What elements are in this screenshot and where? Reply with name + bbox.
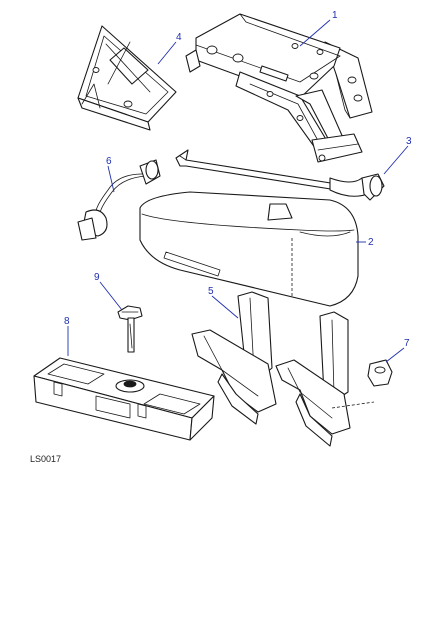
diagram-reference: LS0017 xyxy=(30,454,61,464)
callout-3: 3 xyxy=(406,136,412,147)
wing-bolt xyxy=(117,305,143,353)
callout-2: 2 xyxy=(368,237,374,248)
nut xyxy=(367,359,393,387)
jack xyxy=(185,13,373,163)
callout-leaders xyxy=(67,19,409,363)
tool-box xyxy=(33,357,215,441)
jack-handle xyxy=(175,149,385,201)
callout-1: 1 xyxy=(332,10,338,21)
strap xyxy=(77,159,161,241)
callout-7: 7 xyxy=(404,338,410,349)
callout-6: 6 xyxy=(106,156,112,167)
callout-8: 8 xyxy=(64,316,70,327)
bracket-left xyxy=(191,291,277,425)
callout-9: 9 xyxy=(94,272,100,283)
callout-5: 5 xyxy=(208,286,214,297)
callout-4: 4 xyxy=(176,32,182,43)
tool-bag xyxy=(139,191,359,307)
bracket-right xyxy=(275,311,375,447)
jack-support xyxy=(77,25,177,131)
